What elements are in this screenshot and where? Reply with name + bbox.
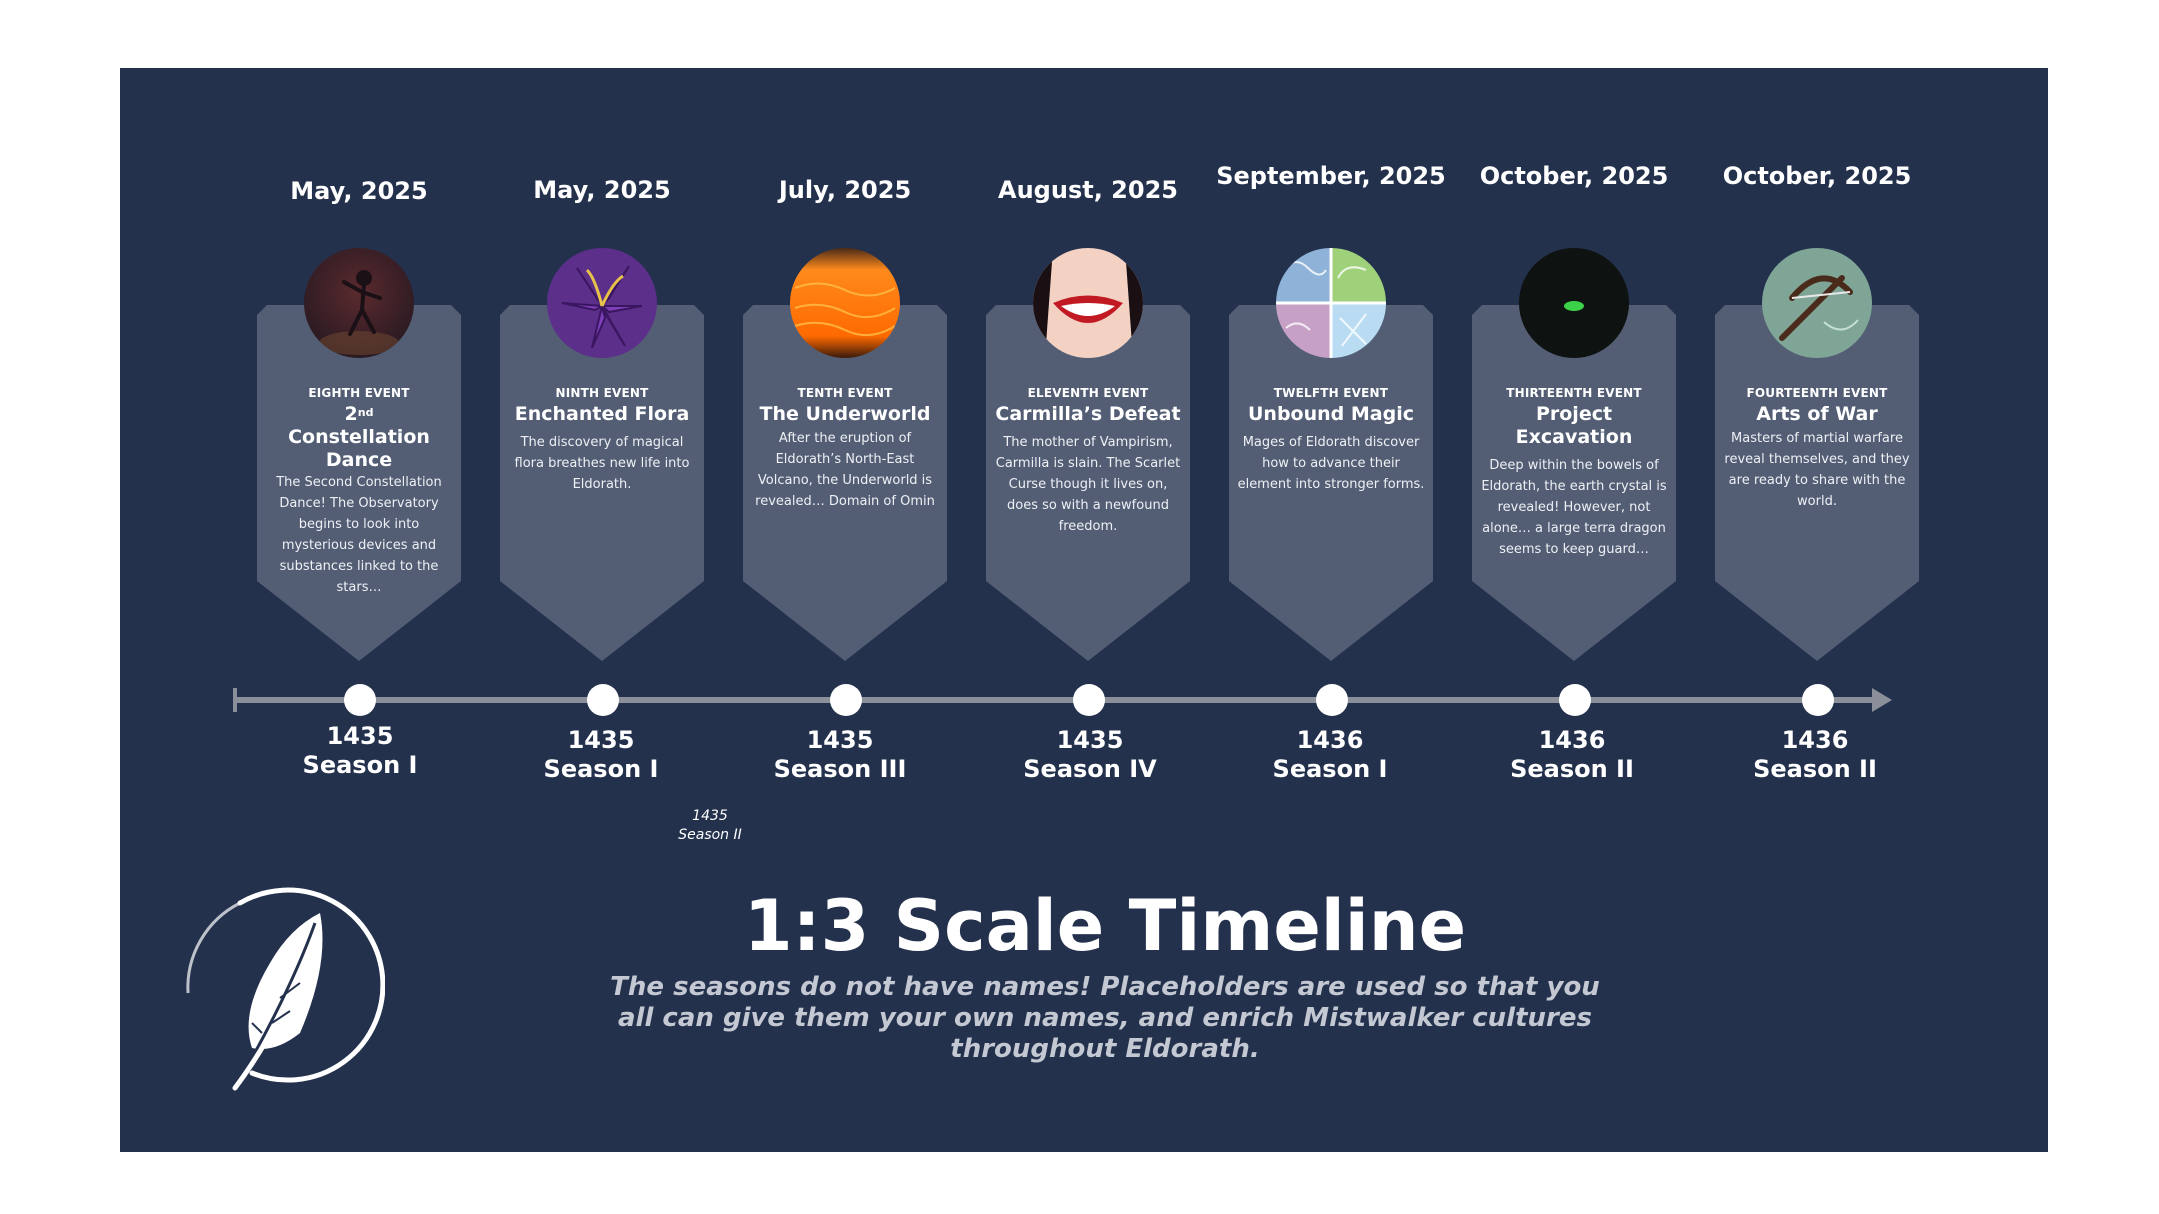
event-card-text: FOURTEENTH EVENT Arts of War Masters of … xyxy=(1723,386,1911,512)
timeline-marker xyxy=(587,684,619,716)
event-date: July, 2025 xyxy=(778,176,912,204)
event-card xyxy=(986,305,1190,661)
season-name: Season I xyxy=(302,751,418,779)
event-card xyxy=(1229,305,1433,661)
event-title: Project Excavation xyxy=(1515,403,1633,448)
event-title: Unbound Magic xyxy=(1248,403,1414,425)
season-name: Season III xyxy=(773,755,907,783)
timeline-marker xyxy=(1559,684,1591,716)
event-label: THIRTEENTH EVENT xyxy=(1506,386,1642,400)
event-title: Enchanted Flora xyxy=(514,403,690,425)
crossbow-icon xyxy=(1762,248,1872,358)
season-name: Season II xyxy=(1510,755,1634,783)
event-description: The mother of Vampirism, Carmilla is sla… xyxy=(995,435,1181,534)
purple-lily-icon xyxy=(547,248,657,358)
event-description: Masters of martial warfare reveal themse… xyxy=(1724,431,1910,509)
event-label: TWELFTH EVENT xyxy=(1273,386,1389,400)
event-title: Arts of War xyxy=(1756,403,1878,425)
event-title: Carmilla’s Defeat xyxy=(995,403,1181,425)
timeline-slide: May, 2025 EIGHTH EVENT 2nd Constellation… xyxy=(120,68,2048,1152)
season-year: 1435 xyxy=(1056,726,1124,754)
season-label: 1435 Season I xyxy=(501,726,701,784)
title-ordinal-suffix: nd xyxy=(357,406,374,419)
event-description: After the eruption of Eldorath’s North-E… xyxy=(755,431,935,509)
event-card-text: THIRTEENTH EVENT Project Excavation Deep… xyxy=(1480,386,1668,560)
dancer-silhouette-icon xyxy=(304,248,414,358)
timeline-marker xyxy=(830,684,862,716)
season-label: 1436 Season I xyxy=(1230,726,1430,784)
season-name: Season I xyxy=(543,755,659,783)
event-date: October, 2025 xyxy=(1479,162,1669,190)
season-year: 1436 xyxy=(1538,726,1606,754)
season-year: 1435 xyxy=(806,726,874,754)
timeline-marker xyxy=(1316,684,1348,716)
event-title: 2nd Constellation Dance xyxy=(265,403,453,472)
timeline-axis xyxy=(235,697,1875,703)
season-label: 1436 Season II xyxy=(1715,726,1915,784)
timeline-marker xyxy=(1073,684,1105,716)
season-year: 1436 xyxy=(1781,726,1849,754)
event-date: May, 2025 xyxy=(290,177,428,205)
event-label: ELEVENTH EVENT xyxy=(1027,386,1149,400)
four-elements-icon xyxy=(1276,248,1386,358)
event-date: May, 2025 xyxy=(533,176,671,204)
event-card xyxy=(1715,305,1919,661)
season-year: 1435 xyxy=(567,726,635,754)
event-card-text: TENTH EVENT The Underworld After the eru… xyxy=(751,386,939,512)
extra-season-name: Season II xyxy=(678,827,742,843)
page-subtitle: The seasons do not have names! Placehold… xyxy=(610,972,1600,1064)
event-label: TENTH EVENT xyxy=(797,386,893,400)
event-title: The Underworld xyxy=(759,403,931,425)
event-card-text: TWELFTH EVENT Unbound Magic Mages of Eld… xyxy=(1237,386,1425,495)
event-card-text: ELEVENTH EVENT Carmilla’s Defeat The mot… xyxy=(994,386,1182,537)
red-lips-icon xyxy=(1033,248,1143,358)
season-name: Season IV xyxy=(1023,755,1157,783)
event-description: Deep within the bowels of Eldorath, the … xyxy=(1481,458,1667,557)
season-label: 1435 Season I xyxy=(260,722,460,780)
timeline-arrow-icon xyxy=(1872,688,1892,712)
event-card xyxy=(1472,305,1676,661)
season-label: 1435 Season III xyxy=(740,726,940,784)
season-year: 1435 xyxy=(326,722,394,750)
page-title: 1:3 Scale Timeline xyxy=(743,885,1467,967)
season-name: Season I xyxy=(1272,755,1388,783)
event-card xyxy=(257,305,461,661)
event-label: EIGHTH EVENT xyxy=(308,386,410,400)
timeline-marker xyxy=(1802,684,1834,716)
event-card-text: EIGHTH EVENT 2nd Constellation Dance The… xyxy=(265,386,453,598)
event-description: The discovery of magical flora breathes … xyxy=(514,435,690,492)
season-name: Season II xyxy=(1753,755,1877,783)
timeline-marker xyxy=(344,684,376,716)
event-date: September, 2025 xyxy=(1216,162,1446,190)
event-description: Mages of Eldorath discover how to advanc… xyxy=(1237,435,1425,492)
event-label: FOURTEENTH EVENT xyxy=(1746,386,1888,400)
event-description: The Second Constellation Dance! The Obse… xyxy=(276,475,442,595)
event-date: October, 2025 xyxy=(1722,162,1912,190)
event-card-text: NINTH EVENT Enchanted Flora The discover… xyxy=(508,386,696,495)
event-card xyxy=(743,305,947,661)
season-year: 1436 xyxy=(1296,726,1364,754)
season-label: 1436 Season II xyxy=(1472,726,1672,784)
event-date: August, 2025 xyxy=(998,176,1178,204)
feather-quill-logo xyxy=(180,883,386,1098)
dragon-eye-icon xyxy=(1519,248,1629,358)
title-text: Constellation Dance xyxy=(288,426,430,471)
extra-season-marker: 1435 Season II xyxy=(650,807,770,845)
lava-icon xyxy=(790,248,900,358)
title-ordinal: 2 xyxy=(344,403,358,425)
season-label: 1435 Season IV xyxy=(990,726,1190,784)
event-label: NINTH EVENT xyxy=(555,386,649,400)
extra-season-year: 1435 xyxy=(692,808,728,824)
event-card xyxy=(500,305,704,661)
